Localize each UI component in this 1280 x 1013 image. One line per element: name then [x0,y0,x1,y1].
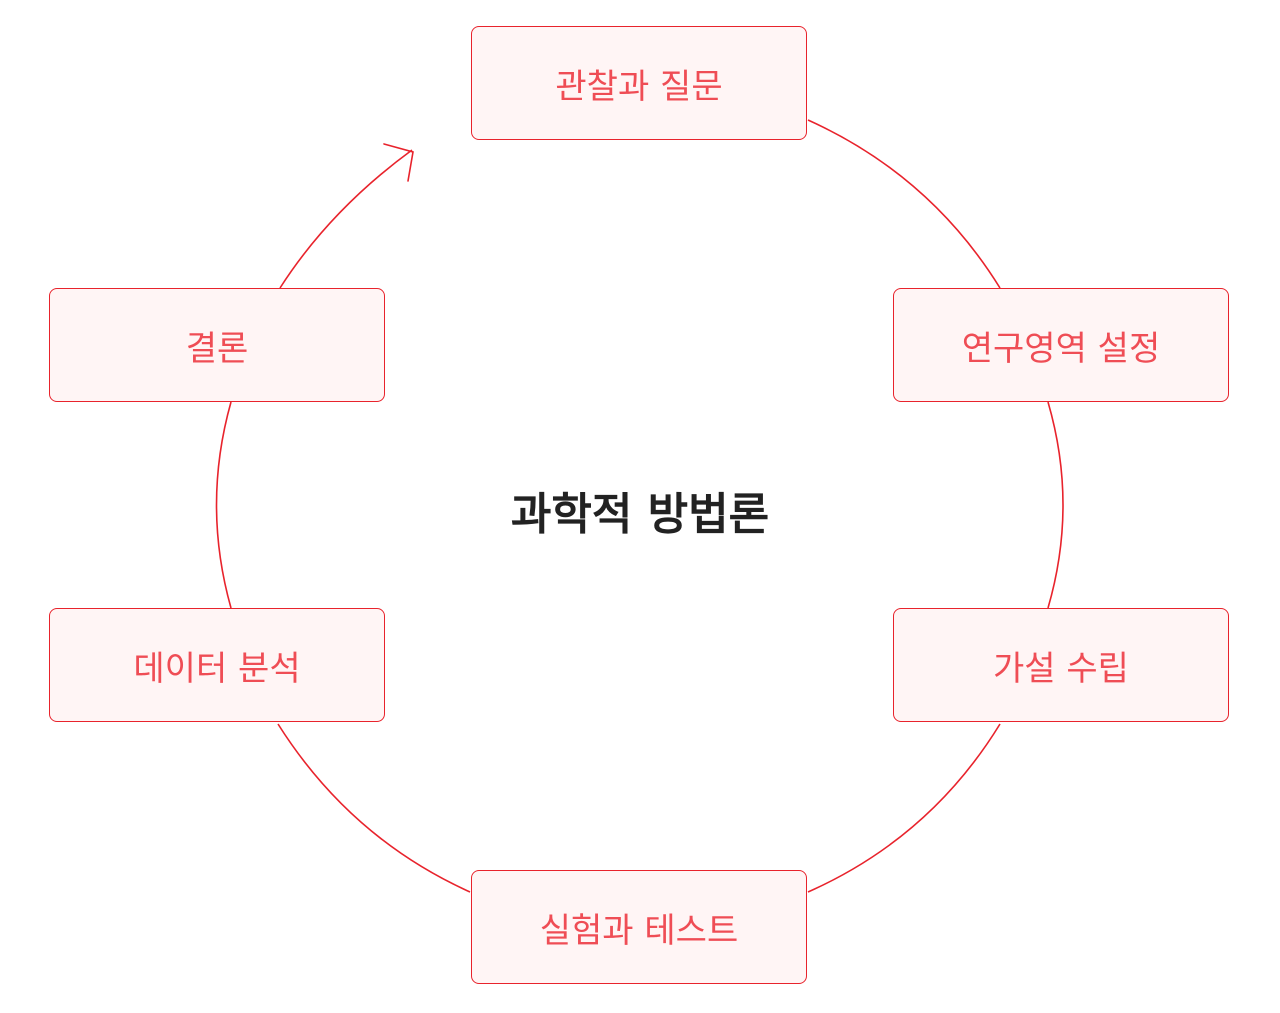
arc-conclusion-to-observation [279,149,413,289]
step-data-analysis[interactable]: 데이터 분석 [49,608,385,722]
step-hypothesis[interactable]: 가설 수립 [893,608,1229,722]
arc-analysis-to-conclusion [215,401,232,609]
step-label: 데이터 분석 [133,648,301,689]
arrowhead [383,143,414,182]
arrowhead-icon [383,143,414,182]
step-research-scope[interactable]: 연구영역 설정 [893,288,1229,402]
step-experiment-test[interactable]: 실험과 테스트 [471,870,807,984]
diagram-title: 과학적 방법론 [510,489,770,540]
arc-experiment-to-analysis [277,723,471,893]
arc-scope-to-hypothesis [1047,401,1064,609]
arc-observation-to-scope [807,119,1001,289]
step-label: 실험과 테스트 [539,910,739,951]
cycle-arcs [215,119,1064,893]
step-observation-question[interactable]: 관찰과 질문 [471,26,807,140]
step-label: 연구영역 설정 [961,328,1161,369]
step-label: 결론 [185,328,249,369]
step-label: 가설 수립 [993,648,1129,689]
arc-hypothesis-to-experiment [807,723,1001,893]
step-conclusion[interactable]: 결론 [49,288,385,402]
step-label: 관찰과 질문 [555,66,723,107]
